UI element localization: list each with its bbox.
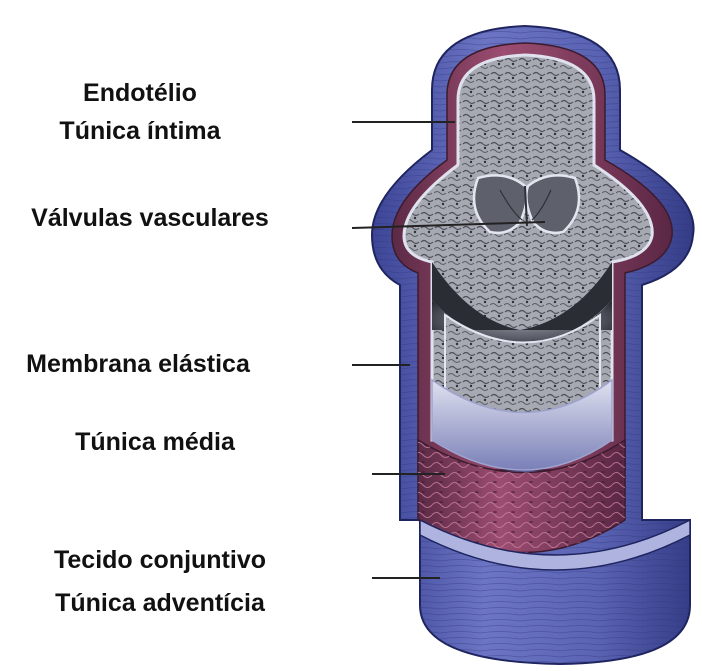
label-valvulas-vasculares: Válvulas vasculares <box>0 203 300 233</box>
label-tecido-conjuntivo: Tecido conjuntivo <box>20 545 300 575</box>
label-tunica-intima: Túnica íntima <box>20 116 260 146</box>
label-membrana-elastica: Membrana elástica <box>0 349 276 379</box>
label-tunica-media: Túnica média <box>40 427 270 457</box>
label-endotelio: Endotélio <box>40 78 240 108</box>
label-tunica-adventicia: Túnica adventícia <box>20 588 300 618</box>
valve-cusp-right <box>526 175 579 233</box>
